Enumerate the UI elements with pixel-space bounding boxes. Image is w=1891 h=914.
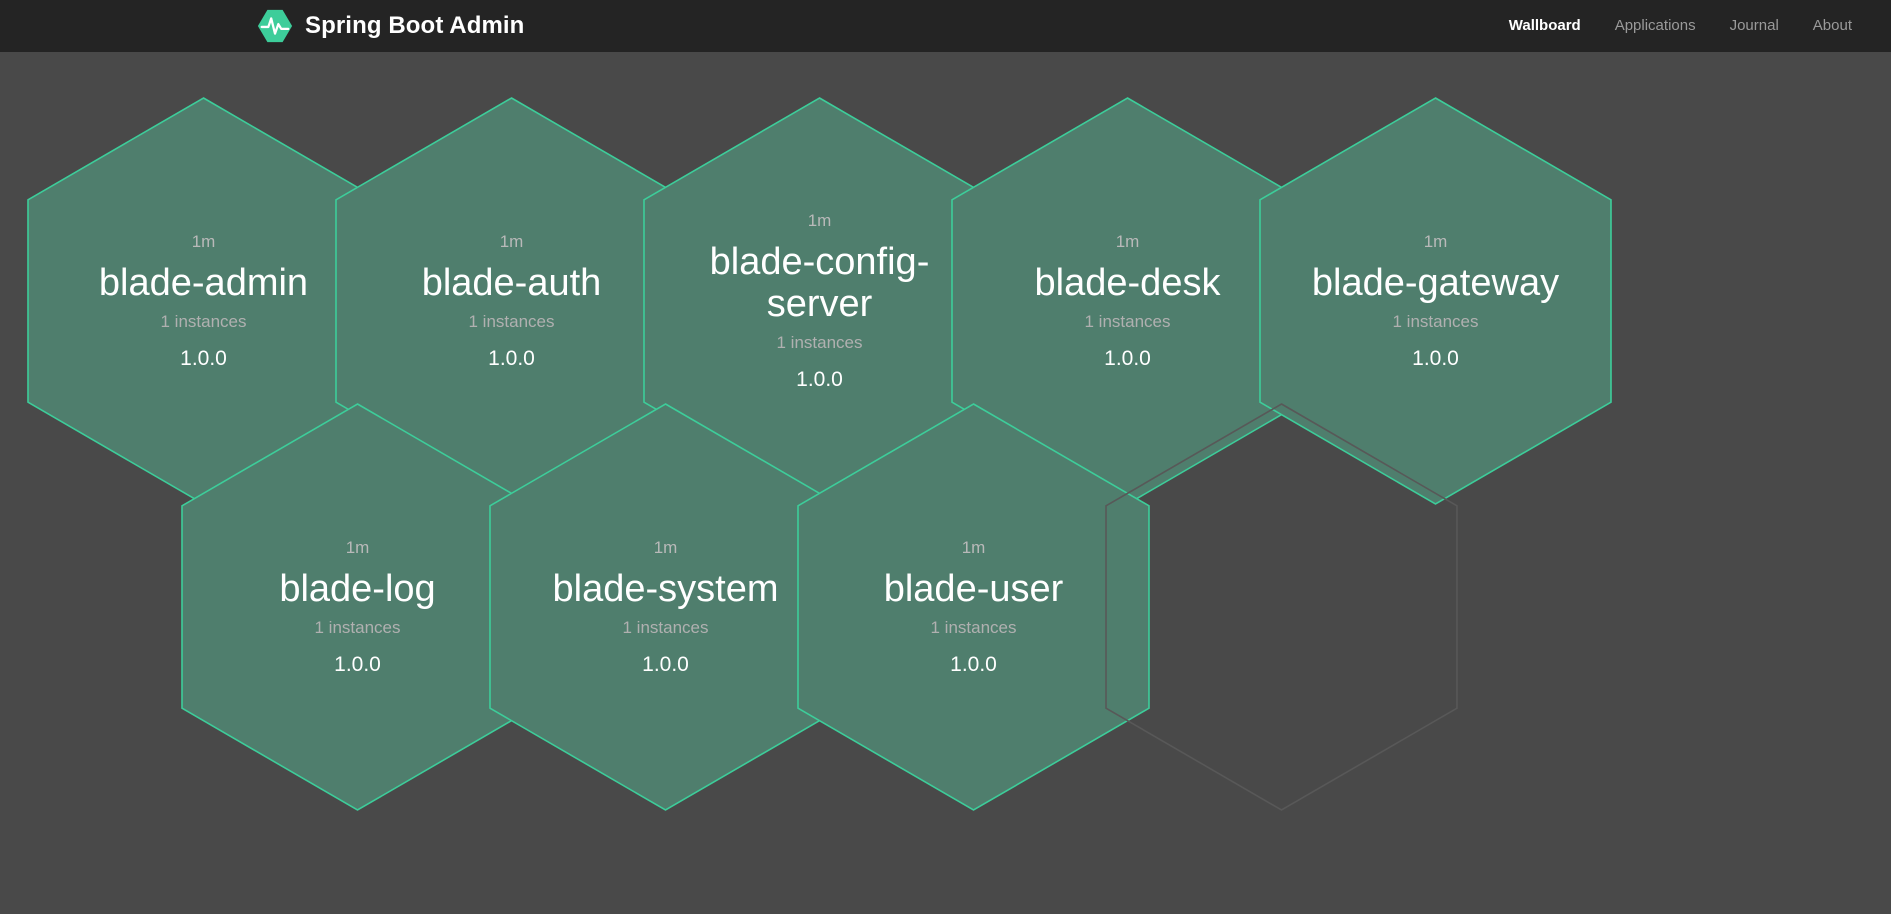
hexagon-shape xyxy=(1259,97,1612,505)
nav-item-wallboard[interactable]: Wallboard xyxy=(1508,17,1581,34)
nav-item-applications[interactable]: Applications xyxy=(1614,17,1696,34)
hexagon-shape xyxy=(489,403,842,811)
brand-link[interactable]: Spring Boot Admin xyxy=(256,7,524,45)
hexagon-shape xyxy=(181,403,534,811)
hexagon-shape xyxy=(1105,403,1458,811)
nav-item-about[interactable]: About xyxy=(1812,17,1852,34)
heartbeat-hexagon-icon xyxy=(256,7,294,45)
top-navbar: Spring Boot Admin Wallboard Applications… xyxy=(0,0,1891,52)
nav-item-journal[interactable]: Journal xyxy=(1729,17,1779,34)
hexagon-placeholder xyxy=(1105,403,1458,811)
nav-menu: Wallboard Applications Journal About xyxy=(1492,0,1869,52)
hexagon-shape xyxy=(797,403,1150,811)
brand-title: Spring Boot Admin xyxy=(305,12,525,39)
